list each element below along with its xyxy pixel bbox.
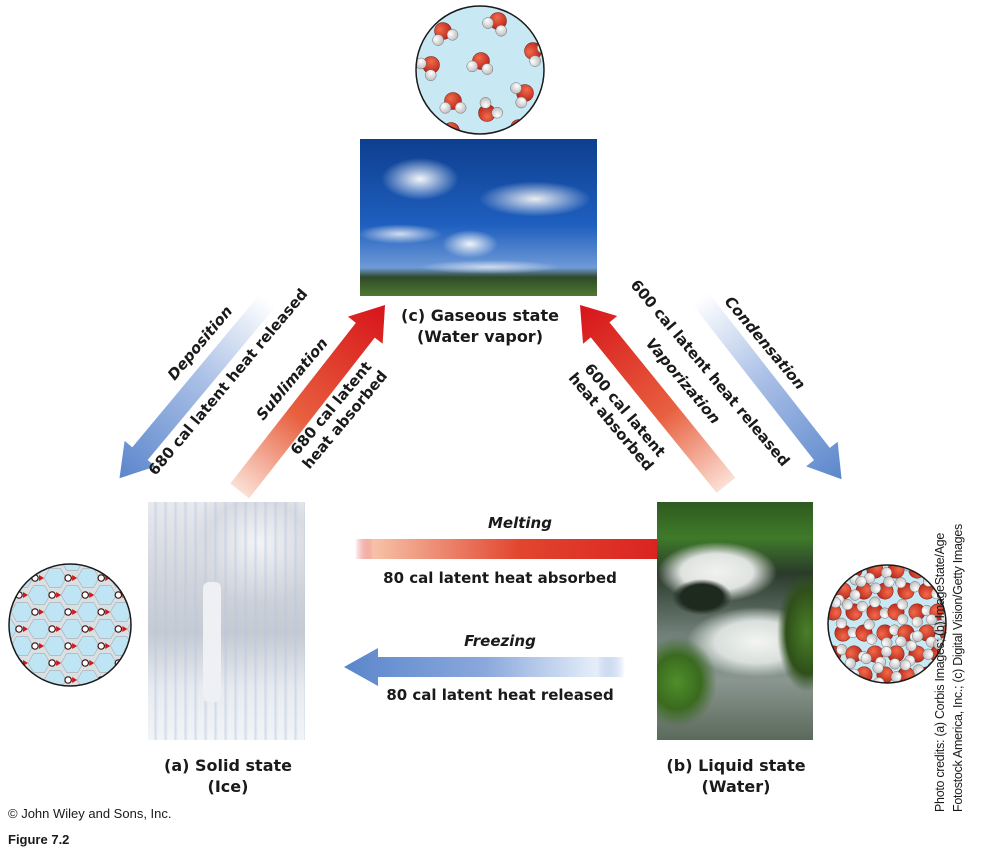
- water-molecule: [834, 617, 859, 642]
- lattice-cell: [27, 585, 51, 605]
- lattice-cell: [127, 564, 131, 571]
- gaseous-state-title: (c) Gaseous state: [401, 306, 559, 325]
- lattice-cell: [76, 602, 100, 622]
- icicles-photo: [148, 502, 305, 740]
- water-molecule: [908, 603, 933, 628]
- lattice-cell: [9, 564, 18, 571]
- solid-state-label: (a) Solid state (Ice): [128, 755, 328, 797]
- copyright-text: © John Wiley and Sons, Inc.: [8, 806, 172, 821]
- lattice-cell: [43, 636, 67, 656]
- lattice-cell: [127, 585, 131, 605]
- lattice-cell: [9, 653, 18, 673]
- melting-arrow: [355, 530, 722, 568]
- water-molecule: [895, 577, 921, 600]
- water-molecule: [876, 624, 900, 649]
- gas-molecules-circle: [415, 5, 545, 135]
- lattice-cell: [127, 653, 131, 673]
- water-molecule: [466, 52, 494, 75]
- lattice-cell: [110, 670, 131, 686]
- photo-credits: Photo credits: (a) Corbis Images; (b) Im…: [931, 524, 967, 812]
- photo-credits-line1: Photo credits: (a) Corbis Images; (b) Im…: [933, 533, 947, 812]
- gaseous-state-subtitle: (Water vapor): [416, 327, 544, 346]
- lattice-cell: [60, 653, 84, 673]
- lattice-cell: [43, 602, 67, 622]
- liquid-state-title: (b) Liquid state: [666, 756, 806, 775]
- water-molecule: [855, 619, 878, 645]
- gaseous-state-label: (c) Gaseous state (Water vapor): [380, 305, 580, 347]
- freezing-energy-label: 80 cal latent heat released: [386, 686, 614, 704]
- stream-waterfall-photo: [657, 502, 813, 740]
- water-molecule: [849, 576, 873, 601]
- lattice-cell: [127, 619, 131, 639]
- ice-lattice-circle: [8, 563, 132, 687]
- lattice-cell: [94, 619, 117, 639]
- water-molecule: [416, 56, 440, 81]
- deposition-arrow: [119, 293, 276, 479]
- figure-label: Figure 7.2: [8, 832, 70, 847]
- liquid-state-subtitle: (Water): [701, 777, 771, 796]
- water-molecule: [880, 645, 905, 670]
- water-molecule: [866, 596, 891, 621]
- water-molecule: [870, 576, 895, 600]
- lattice-cell: [60, 585, 84, 605]
- lattice-cell: [94, 585, 117, 605]
- water-molecule: [439, 92, 467, 114]
- liquid-state-label: (b) Liquid state (Water): [636, 755, 836, 797]
- condensation-arrow: [692, 291, 842, 480]
- liquid-molecules-circle: [827, 564, 947, 684]
- lattice-cell: [60, 564, 84, 571]
- water-molecule: [926, 603, 946, 626]
- water-molecule: [841, 599, 868, 621]
- lattice-cell: [27, 653, 51, 673]
- solid-state-title: (a) Solid state: [164, 756, 292, 775]
- photo-credits-line2: Fotostock America, Inc.; (c) Digital Vis…: [951, 524, 965, 812]
- sublimation-arrow: [230, 305, 385, 499]
- lattice-cell: [9, 619, 18, 639]
- freezing-label: Freezing: [464, 632, 536, 650]
- lattice-cell: [76, 636, 100, 656]
- lattice-cell: [94, 564, 117, 571]
- water-molecule: [828, 565, 846, 583]
- melting-energy-label: 80 cal latent heat absorbed: [383, 569, 617, 587]
- water-molecule: [478, 97, 503, 122]
- melting-label: Melting: [488, 514, 552, 532]
- water-molecule: [904, 640, 926, 667]
- solid-state-subtitle: (Ice): [207, 777, 249, 796]
- water-molecule: [510, 82, 534, 109]
- lattice-cell: [27, 619, 51, 639]
- lattice-cell: [10, 670, 34, 686]
- vaporization-arrow: [580, 305, 736, 493]
- freezing-arrow: [344, 648, 625, 686]
- water-molecule: [432, 22, 459, 46]
- water-molecule: [482, 12, 507, 37]
- sky-clouds-photo: [360, 139, 597, 296]
- water-molecule: [912, 624, 937, 648]
- water-molecule: [887, 598, 909, 625]
- lattice-cell: [43, 568, 67, 588]
- lattice-cell: [60, 619, 84, 639]
